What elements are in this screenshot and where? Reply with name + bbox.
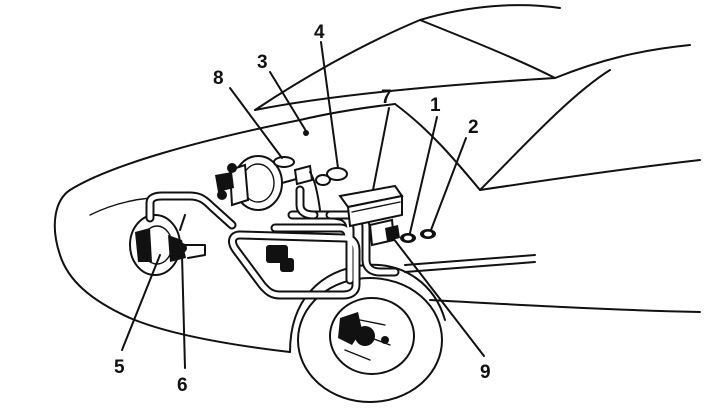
knuckle-arm xyxy=(177,244,206,259)
reservoir-outlet xyxy=(385,225,400,241)
callout-8: 8 xyxy=(213,68,224,89)
callout-2: 2 xyxy=(468,117,479,138)
sensor-1 xyxy=(400,233,416,243)
pipe-junction-2 xyxy=(280,258,294,272)
fitting-a xyxy=(217,190,227,200)
callout-7: 7 xyxy=(381,87,392,108)
strut-top xyxy=(179,214,186,231)
rocker-line xyxy=(429,299,701,313)
leader-2 xyxy=(430,137,467,231)
pipe-to-far-brake-inner xyxy=(147,193,235,228)
front-caliper xyxy=(338,312,362,345)
leader-1 xyxy=(409,116,438,234)
sensor-2-hole xyxy=(424,231,432,237)
leader-5 xyxy=(121,254,161,351)
abs-body xyxy=(346,194,403,228)
reservoir-cap-8 xyxy=(273,156,295,168)
front-wheel xyxy=(297,277,443,403)
callout-4: 4 xyxy=(314,22,325,43)
vacuum-hose xyxy=(309,171,321,211)
side-molding-upper xyxy=(404,254,536,266)
sensor-2 xyxy=(420,229,436,239)
tire-inner xyxy=(329,297,415,375)
car-body xyxy=(53,4,701,353)
callout-labels: 1 2 3 4 5 6 7 8 9 xyxy=(114,22,491,396)
caliper-bolt xyxy=(381,336,389,344)
far-brake-assembly xyxy=(129,214,206,276)
tire-outer xyxy=(297,277,443,403)
abs-unit xyxy=(338,184,404,228)
leader-4 xyxy=(320,41,339,169)
fitting-b xyxy=(227,163,237,173)
pipe-inner-b xyxy=(230,232,283,298)
brake-lines xyxy=(145,185,400,300)
callout-5: 5 xyxy=(114,357,125,378)
pipe-outer-b xyxy=(228,230,285,300)
leader-7 xyxy=(372,107,390,191)
callout-1: 1 xyxy=(430,95,441,116)
junction-detail xyxy=(269,249,286,257)
callout-9: 9 xyxy=(480,362,491,383)
hood-front-edge xyxy=(69,103,396,191)
component-4b xyxy=(315,174,331,186)
windshield-cowl xyxy=(254,77,556,111)
side-window xyxy=(479,69,611,191)
knuckle-joint xyxy=(177,243,187,253)
door-line xyxy=(479,159,701,191)
windshield-frame xyxy=(254,4,561,111)
leader-9 xyxy=(392,237,485,357)
master-cylinder xyxy=(228,163,250,207)
master-cylinder-fittings xyxy=(215,172,234,192)
leader-lines xyxy=(121,41,485,369)
sensor-1-hole xyxy=(404,235,412,241)
a-pillar xyxy=(554,44,691,79)
callout-3: 3 xyxy=(257,52,268,73)
front-bumper xyxy=(53,189,291,353)
side-molding-lower xyxy=(404,261,536,273)
fender-line xyxy=(394,103,481,191)
abs-ridge xyxy=(351,201,401,213)
check-valve xyxy=(293,164,314,186)
booster-assembly xyxy=(215,155,348,211)
windshield-inner xyxy=(419,19,556,79)
leader-6 xyxy=(181,254,186,369)
callout-6: 6 xyxy=(177,375,188,396)
leader-3 xyxy=(269,71,307,132)
pipe-to-modulator-inner xyxy=(297,187,317,218)
fender-crease xyxy=(89,197,151,216)
leader-8 xyxy=(229,87,283,159)
brake-caliper-left xyxy=(135,228,152,262)
point-3 xyxy=(303,130,309,136)
